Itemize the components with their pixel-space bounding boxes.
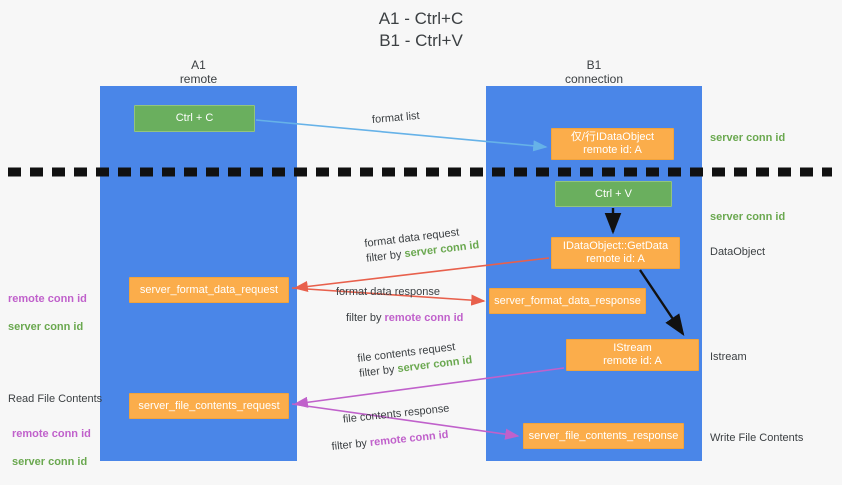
- lane-header-a1: A1 remote: [179, 58, 218, 86]
- label-write-file-contents: Write File Contents: [710, 432, 804, 444]
- arrow-format-list: [255, 119, 548, 152]
- label-read-file-contents: Read File Contents: [8, 393, 103, 405]
- label-conn-ids-upper: remote conn id server conn id: [8, 278, 87, 348]
- label-server-conn-id-mid: server conn id: [710, 211, 786, 223]
- annotation-format-data-response-filter: filter by remote conn id: [346, 311, 463, 326]
- filter-value-remote-conn-id: remote conn id: [384, 312, 464, 324]
- arrow-format-data-response: [291, 287, 486, 306]
- arrow-file-contents-request: [293, 367, 565, 408]
- filter-prefix: filter by: [331, 436, 371, 453]
- filter-prefix: filter by: [346, 312, 385, 324]
- box-server-format-data-response[interactable]: server_format_data_response: [489, 288, 646, 314]
- box-idataobject-getdata[interactable]: IDataObject::GetData remote id: A: [551, 237, 680, 269]
- arrow-format-data-request: [293, 257, 550, 293]
- box-server-format-data-request[interactable]: server_format_data_request: [129, 277, 289, 303]
- label-server-conn-id-2: server conn id: [12, 456, 88, 468]
- arrow-file-contents-response: [291, 403, 520, 440]
- box-idataobject-remote[interactable]: 仅/行IDataObject remote id: A: [551, 128, 674, 160]
- box-ctrl-v[interactable]: Ctrl + V: [555, 181, 672, 207]
- label-remote-conn-id-1: remote conn id: [8, 293, 87, 305]
- label-remote-conn-id-2: remote conn id: [12, 428, 91, 440]
- annotation-format-data-response: format data response filter by remote co…: [336, 285, 463, 326]
- page-title: A1 - Ctrl+C B1 - Ctrl+V: [378, 9, 464, 50]
- filter-prefix: filter by: [358, 363, 399, 380]
- box-istream-remote[interactable]: IStream remote id: A: [566, 339, 699, 371]
- label-conn-ids-lower: remote conn id server conn id: [12, 413, 91, 483]
- filter-prefix: filter by: [365, 248, 406, 265]
- label-dataobject: DataObject: [710, 246, 766, 258]
- label-istream: Istream: [710, 351, 747, 363]
- label-server-conn-id-1: server conn id: [8, 321, 84, 333]
- label-server-conn-id-top: server conn id: [710, 132, 786, 144]
- annotation-format-data-response-line1: format data response: [336, 286, 440, 298]
- box-server-file-contents-request[interactable]: server_file_contents_request: [129, 393, 289, 419]
- box-ctrl-c[interactable]: Ctrl + C: [134, 105, 255, 132]
- box-server-file-contents-response[interactable]: server_file_contents_response: [523, 423, 684, 449]
- arrow-getdata-to-istream: [639, 269, 685, 336]
- lane-header-b1: B1 connection: [564, 58, 624, 86]
